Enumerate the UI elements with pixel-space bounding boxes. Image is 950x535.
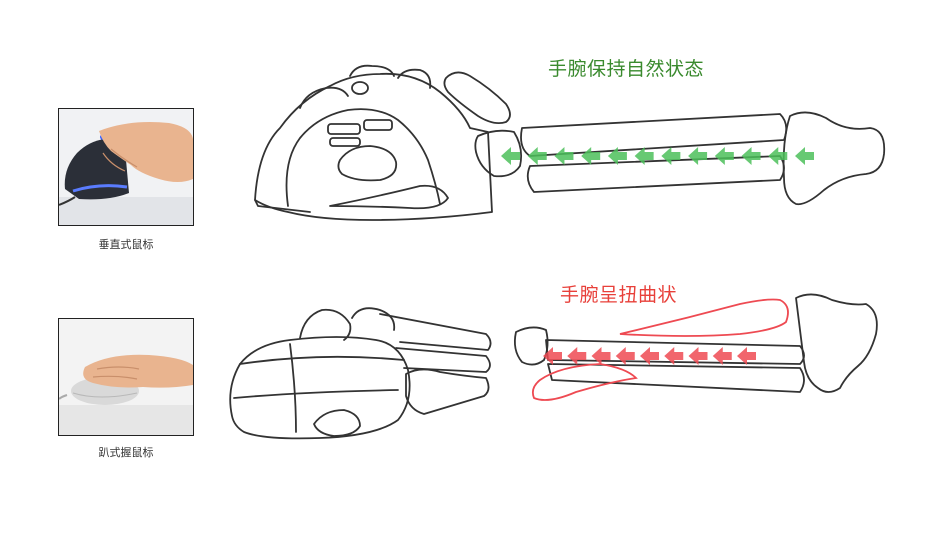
vertical-mouse-image (59, 109, 193, 225)
bottom-carpal-bone (513, 326, 549, 366)
green-arrow-icon (688, 147, 708, 165)
flat-mouse-photo (58, 318, 194, 436)
flat-grip-hand-outline (229, 307, 492, 440)
top-arrow-row (501, 147, 814, 165)
red-arrow-icon (640, 347, 659, 365)
green-arrow-icon (741, 147, 761, 165)
red-arrow-icon (737, 347, 756, 365)
red-arrow-icon (615, 347, 635, 365)
top-ulna-bone (526, 155, 785, 193)
natural-wrist-title: 手腕保持自然状态 (548, 58, 705, 80)
green-arrow-icon (607, 147, 627, 165)
flat-mouse-image (59, 319, 193, 435)
bottom-arrow-row (543, 347, 756, 365)
green-arrow-icon (527, 147, 547, 165)
green-arrow-icon (501, 147, 520, 165)
green-arrow-icon (581, 147, 601, 165)
green-arrow-icon (714, 147, 734, 165)
vertical-grip-hand-outline (254, 64, 493, 221)
vertical-mouse-photo (58, 108, 194, 226)
green-arrow-icon (634, 147, 654, 165)
twist-highlight (531, 298, 789, 401)
bottom-humerus-bone (795, 293, 878, 393)
top-carpal-bone (474, 129, 523, 178)
red-arrow-icon (688, 347, 708, 365)
flat-mouse-caption: 趴式握鼠标 (98, 446, 154, 459)
red-arrow-icon (543, 347, 562, 365)
top-metacarpal-bone (443, 71, 511, 125)
bottom-ulna-bone (547, 363, 805, 393)
top-humerus-bone (782, 111, 886, 206)
top-radius-bone (520, 113, 788, 157)
green-arrow-icon (661, 147, 681, 165)
red-arrow-icon (591, 347, 611, 365)
twisted-wrist-title: 手腕呈扭曲状 (560, 284, 678, 306)
green-arrow-icon (795, 147, 814, 165)
vertical-mouse-caption: 垂直式鼠标 (98, 238, 154, 251)
green-arrow-icon (554, 147, 574, 165)
green-arrow-icon (768, 147, 788, 165)
red-arrow-icon (712, 347, 732, 365)
red-arrow-icon (567, 347, 587, 365)
red-arrow-icon (664, 347, 684, 365)
